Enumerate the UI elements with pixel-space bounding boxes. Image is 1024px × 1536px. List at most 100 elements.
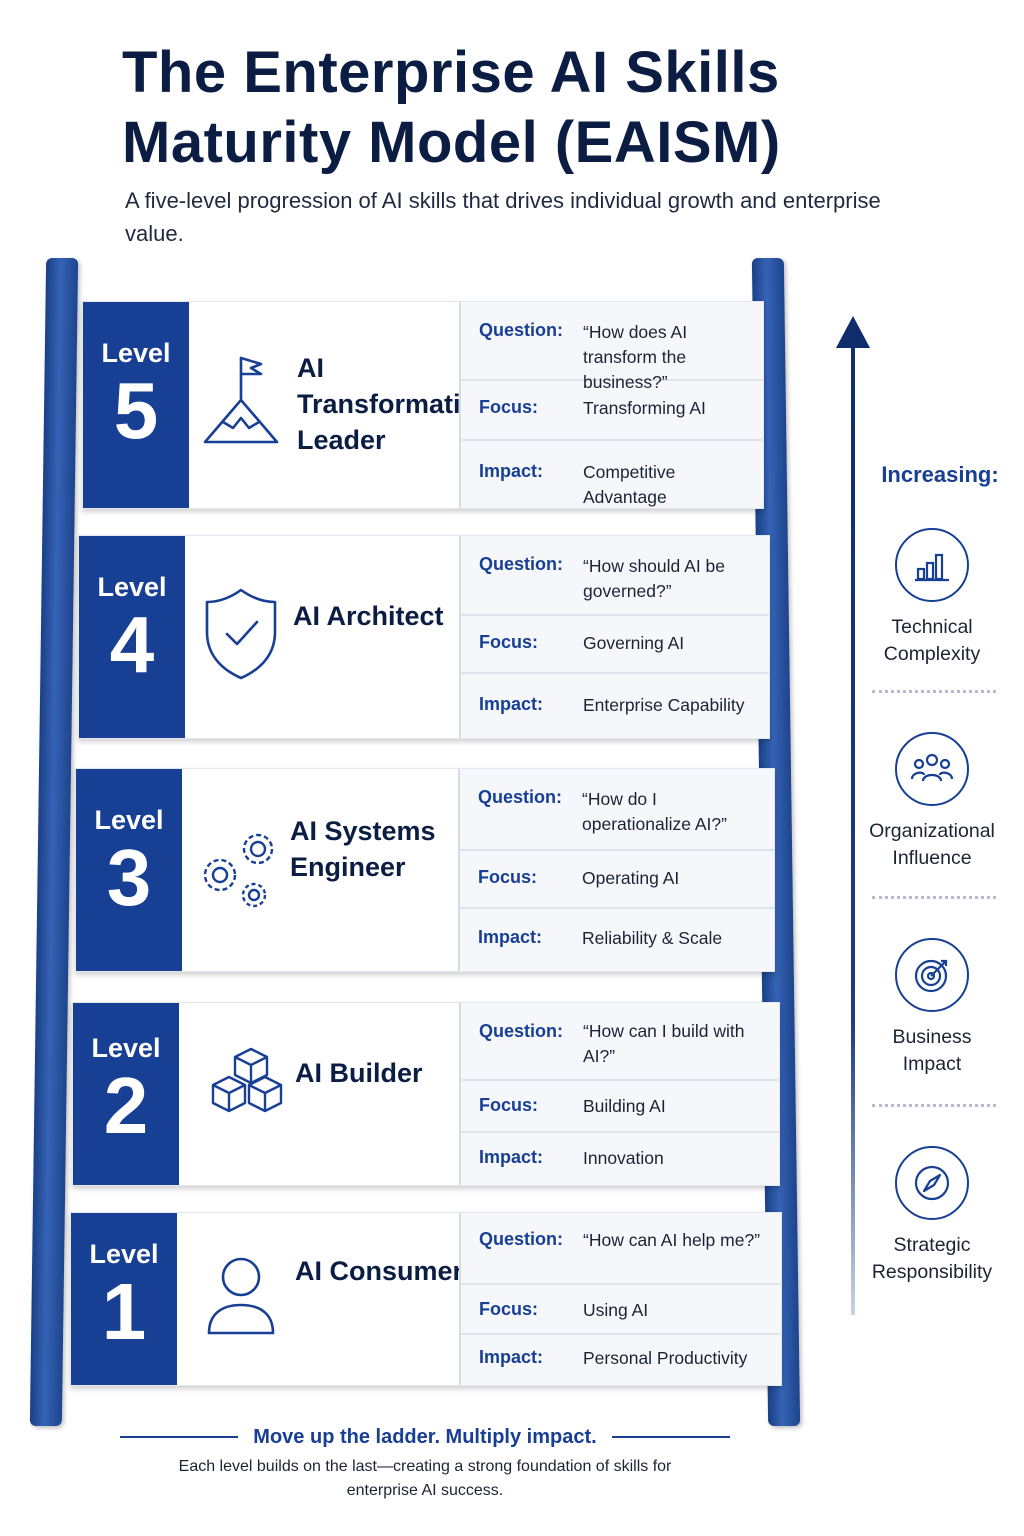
focus-row: Focus: Building AI — [461, 1081, 779, 1133]
level-badge: Level 3 — [76, 769, 182, 971]
impact-value: Reliability & Scale — [582, 928, 723, 948]
people-icon — [895, 732, 969, 806]
level-details: Question: “How can AI help me?” Focus: U… — [459, 1213, 781, 1385]
level-label: Level — [91, 1033, 161, 1063]
impact-key: Impact: — [479, 1347, 544, 1367]
metric-label: Strategic Responsibility — [871, 1234, 993, 1283]
impact-row: Impact: Innovation — [461, 1133, 779, 1183]
gears-icon — [198, 817, 288, 917]
focus-key: Focus: — [479, 632, 539, 652]
impact-key: Impact: — [479, 461, 544, 481]
level-badge: Level 5 — [83, 302, 189, 508]
level-label: Level — [97, 572, 167, 602]
question-key: Question: — [479, 554, 563, 574]
metric-label: Business Impact — [892, 1026, 972, 1075]
footer-text: Each level builds on the last—creating a… — [178, 1458, 672, 1499]
impact-row: Impact: Personal Productivity — [461, 1335, 781, 1383]
user-icon — [201, 1247, 291, 1347]
impact-row: Impact: Reliability & Scale — [460, 909, 774, 969]
level-badge: Level 4 — [79, 536, 185, 738]
question-value: “How do I operationalize AI?” — [582, 789, 727, 834]
page-subtitle: A five-level progression of AI skills th… — [125, 188, 881, 246]
question-key: Question: — [479, 1229, 563, 1249]
level-4-rung: Level 4 AI Architect Question: “How shou… — [78, 535, 770, 739]
footer-rule-left — [120, 1436, 238, 1438]
metric-technical-complexity: Technical Complexity — [862, 528, 1002, 668]
impact-key: Impact: — [479, 1147, 544, 1167]
focus-value: Operating AI — [582, 868, 680, 888]
level-5-rung: Level 5 AI Transformation Leader Questio… — [82, 301, 764, 509]
focus-value: Governing AI — [583, 633, 685, 653]
metric-label: Organizational Influence — [869, 820, 995, 869]
focus-value: Using AI — [583, 1300, 649, 1320]
level-number: 4 — [109, 600, 155, 689]
arrow-up-icon — [836, 316, 870, 348]
level-badge: Level 1 — [71, 1213, 177, 1385]
question-value: “How should AI be governed?” — [583, 556, 726, 601]
level-1-rung: Level 1 AI Consumer Question: “How can A… — [70, 1212, 782, 1386]
question-value: “How does AI transform the business?” — [583, 322, 688, 392]
focus-value: Transforming AI — [583, 398, 706, 418]
focus-key: Focus: — [478, 867, 538, 887]
impact-key: Impact: — [478, 927, 543, 947]
shield-check-icon — [203, 584, 293, 684]
question-key: Question: — [478, 787, 562, 807]
focus-row: Focus: Transforming AI — [461, 381, 763, 441]
bar-chart-icon — [895, 528, 969, 602]
level-details: Question: “How do I operationalize AI?” … — [458, 769, 774, 971]
level-label: Level — [89, 1239, 159, 1269]
level-details: Question: “How should AI be governed?” F… — [459, 536, 769, 738]
increasing-heading: Increasing: — [881, 462, 999, 487]
footer-rule-right — [612, 1436, 730, 1438]
compass-icon — [895, 1146, 969, 1220]
question-key: Question: — [479, 320, 563, 340]
level-details: Question: “How can I build with AI?” Foc… — [459, 1003, 779, 1185]
level-details: Question: “How does AI transform the bus… — [459, 302, 763, 508]
mountain-flag-icon — [201, 350, 291, 450]
divider — [872, 1104, 996, 1107]
page-title: The Enterprise AI Skills Maturity Model … — [122, 40, 781, 175]
metric-business-impact: Business Impact — [862, 938, 1002, 1078]
impact-value: Enterprise Capability — [583, 695, 745, 715]
question-row: Question: “How should AI be governed?” — [461, 536, 769, 616]
focus-row: Focus: Operating AI — [460, 851, 774, 909]
level-3-rung: Level 3 AI Systems Engineer Question: “H… — [75, 768, 775, 972]
level-label: Level — [101, 338, 171, 368]
divider — [872, 690, 996, 693]
impact-value: Personal Productivity — [583, 1348, 748, 1368]
metric-organizational-influence: Organizational Influence — [862, 732, 1002, 872]
question-row: Question: “How can AI help me?” — [461, 1213, 781, 1285]
footer-title: Move up the ladder. Multiply impact. — [253, 1426, 597, 1448]
impact-key: Impact: — [479, 694, 544, 714]
question-key: Question: — [479, 1021, 563, 1041]
level-label: Level — [94, 805, 164, 835]
question-row: Question: “How do I operationalize AI?” — [460, 769, 774, 851]
focus-row: Focus: Using AI — [461, 1285, 781, 1335]
impact-row: Impact: Enterprise Capability — [461, 674, 769, 736]
focus-row: Focus: Governing AI — [461, 616, 769, 674]
level-number: 3 — [106, 833, 152, 922]
question-row: Question: “How can I build with AI?” — [461, 1003, 779, 1081]
metric-strategic-responsibility: Strategic Responsibility — [862, 1146, 1002, 1286]
impact-value: Competitive Advantage — [583, 462, 676, 507]
role-title: AI Systems Engineer — [290, 816, 436, 882]
level-badge: Level 2 — [73, 1003, 179, 1185]
role-title: AI Consumer — [295, 1256, 464, 1286]
focus-value: Building AI — [583, 1096, 666, 1116]
impact-row: Impact: Competitive Advantage — [461, 441, 763, 507]
question-value: “How can I build with AI?” — [583, 1021, 745, 1066]
metric-label: Technical Complexity — [883, 616, 981, 665]
level-number: 2 — [103, 1061, 149, 1150]
focus-key: Focus: — [479, 1095, 539, 1115]
increasing-arrow-shaft — [851, 340, 855, 1315]
impact-value: Innovation — [583, 1148, 664, 1168]
divider — [872, 896, 996, 899]
focus-key: Focus: — [479, 1299, 539, 1319]
question-row: Question: “How does AI transform the bus… — [461, 302, 763, 392]
target-icon — [895, 938, 969, 1012]
question-value: “How can AI help me?” — [583, 1230, 761, 1250]
level-2-rung: Level 2 AI Builder Question: “How can I … — [72, 1002, 780, 1186]
role-title: AI Architect — [293, 601, 444, 631]
role-title: AI Builder — [295, 1058, 423, 1088]
focus-key: Focus: — [479, 397, 539, 417]
